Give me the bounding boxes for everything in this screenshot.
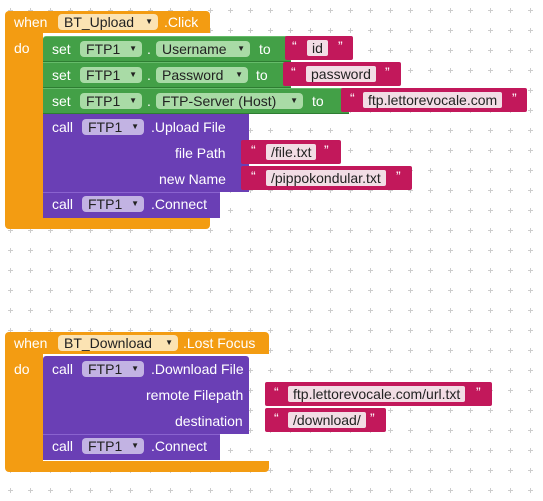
set-server-property-dropdown[interactable]: FTP-Server (Host) ▼ xyxy=(156,93,303,109)
component-name: FTP1 xyxy=(88,119,123,135)
call-label: call xyxy=(52,361,74,377)
chevron-down-icon: ▼ xyxy=(129,70,137,79)
property-name: Username xyxy=(162,41,227,57)
download-component-dropdown[interactable]: BT_Download ▼ xyxy=(58,335,178,351)
download-file-call-block[interactable] xyxy=(43,356,249,382)
open-quote-icon: “ xyxy=(274,384,279,400)
set-server-component-dropdown[interactable]: FTP1 ▼ xyxy=(80,93,142,109)
set-password-component-dropdown[interactable]: FTP1 ▼ xyxy=(80,67,142,83)
upload-event-footer xyxy=(5,218,210,229)
open-quote-icon: “ xyxy=(251,142,256,158)
close-quote-icon: ” xyxy=(476,384,481,400)
property-name: FTP-Server (Host) xyxy=(162,93,277,109)
to-label: to xyxy=(312,93,324,109)
file-path-param-label: file Path xyxy=(175,145,226,161)
download-component-dropdown-ftp[interactable]: FTP1 ▼ xyxy=(82,361,144,377)
download-event-name: .Lost Focus xyxy=(183,335,256,351)
upload-component-dropdown[interactable]: FTP1 ▼ xyxy=(82,119,144,135)
open-quote-icon: “ xyxy=(291,64,296,80)
to-label: to xyxy=(256,67,268,83)
upload-component-dropdown[interactable]: BT_Upload ▼ xyxy=(58,14,158,30)
upload-method-name: .Upload File xyxy=(151,119,226,135)
text-value-ftp-server[interactable]: ftp.lettorevocale.com xyxy=(363,92,503,108)
component-name: FTP1 xyxy=(88,438,123,454)
property-name: Password xyxy=(162,67,224,83)
when-label: when xyxy=(14,335,48,351)
when-label: when xyxy=(14,14,48,30)
dot-label: . xyxy=(147,67,151,83)
component-name: FTP1 xyxy=(86,41,121,57)
open-quote-icon: “ xyxy=(292,38,297,54)
new-name-param-label: new Name xyxy=(159,171,226,187)
chevron-down-icon: ▼ xyxy=(237,44,245,53)
connect-component-dropdown[interactable]: FTP1 ▼ xyxy=(82,196,144,212)
call-label: call xyxy=(52,119,74,135)
download-component-name: BT_Download xyxy=(64,335,152,351)
call-label: call xyxy=(52,196,74,212)
set-label: set xyxy=(52,67,71,83)
chevron-down-icon: ▼ xyxy=(131,441,139,450)
set-password-property-dropdown[interactable]: Password ▼ xyxy=(156,67,248,83)
text-value-file-path[interactable]: /file.txt xyxy=(266,144,317,160)
dot-label: . xyxy=(147,93,151,109)
component-name: FTP1 xyxy=(86,93,121,109)
close-quote-icon: ” xyxy=(396,168,401,184)
download-event-side xyxy=(5,354,43,464)
chevron-down-icon: ▼ xyxy=(131,364,139,373)
text-value-new-name[interactable]: /pippokondular.txt xyxy=(266,170,386,186)
destination-param-label: destination xyxy=(175,413,243,429)
set-username-property-dropdown[interactable]: Username ▼ xyxy=(156,41,250,57)
set-label: set xyxy=(52,41,71,57)
grid-plus-marks xyxy=(8,8,533,493)
chevron-down-icon: ▼ xyxy=(235,70,243,79)
connect-method-name: .Connect xyxy=(151,196,208,212)
close-quote-icon: ” xyxy=(324,142,329,158)
open-quote-icon: “ xyxy=(251,168,256,184)
close-quote-icon: ” xyxy=(338,38,343,54)
close-quote-icon: ” xyxy=(370,410,375,426)
connect-method-name: .Connect xyxy=(151,438,208,454)
open-quote-icon: “ xyxy=(350,90,355,106)
open-quote-icon: “ xyxy=(274,410,279,426)
upload-event-side xyxy=(5,33,43,221)
component-name: FTP1 xyxy=(86,67,121,83)
text-value-remote-filepath[interactable]: ftp.lettorevocale.com/url.txt xyxy=(288,386,466,402)
upload-event-name: .Click xyxy=(164,14,199,30)
do-label: do xyxy=(14,40,30,56)
connect-component-dropdown[interactable]: FTP1 ▼ xyxy=(82,438,144,454)
chevron-down-icon: ▼ xyxy=(129,96,137,105)
chevron-down-icon: ▼ xyxy=(290,96,298,105)
do-label: do xyxy=(14,361,30,377)
chevron-down-icon: ▼ xyxy=(131,199,139,208)
remote-filepath-param-label: remote Filepath xyxy=(146,387,244,403)
set-label: set xyxy=(52,93,71,109)
chevron-down-icon: ▼ xyxy=(131,122,139,131)
chevron-down-icon: ▼ xyxy=(165,338,173,347)
set-username-component-dropdown[interactable]: FTP1 ▼ xyxy=(80,41,142,57)
download-method-name: .Download File xyxy=(151,361,244,377)
close-quote-icon: ” xyxy=(385,64,390,80)
close-quote-icon: ” xyxy=(512,90,517,106)
chevron-down-icon: ▼ xyxy=(129,44,137,53)
text-value-id[interactable]: id xyxy=(307,40,328,56)
component-name: FTP1 xyxy=(88,361,123,377)
chevron-down-icon: ▼ xyxy=(145,17,153,26)
component-name: FTP1 xyxy=(88,196,123,212)
text-value-password[interactable]: password xyxy=(306,66,376,82)
call-label: call xyxy=(52,438,74,454)
upload-file-params xyxy=(43,140,249,192)
text-value-destination[interactable]: /download/ xyxy=(288,412,366,428)
upload-file-call-block[interactable] xyxy=(43,114,249,140)
dot-label: . xyxy=(147,41,151,57)
download-event-footer xyxy=(5,461,269,472)
download-file-params xyxy=(43,382,249,434)
to-label: to xyxy=(259,41,271,57)
upload-component-name: BT_Upload xyxy=(64,14,135,30)
